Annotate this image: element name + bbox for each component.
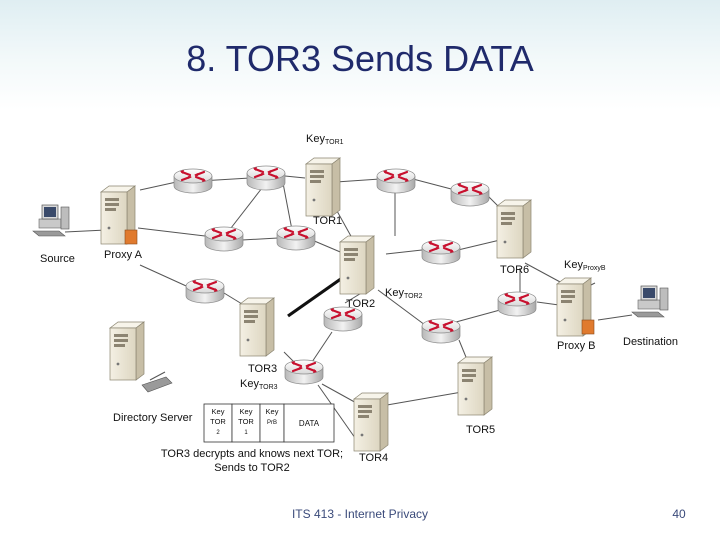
packet-cell-key-tor2 bbox=[203, 403, 233, 443]
key-tor3-base: Key bbox=[240, 378, 259, 390]
router bbox=[245, 164, 287, 192]
proxy-b-label: Proxy B bbox=[557, 340, 596, 352]
tor2-server bbox=[339, 235, 375, 295]
tor3-server bbox=[239, 297, 275, 357]
packet-cell-1-line3: 1 bbox=[244, 430, 248, 436]
router bbox=[420, 238, 462, 266]
packet-cell-0-line2: TOR bbox=[210, 417, 226, 426]
key-tor3-label: KeyTOR3 bbox=[240, 378, 278, 391]
page-number: 40 bbox=[672, 507, 686, 521]
packet-cell-2-line2: PrB bbox=[267, 420, 277, 426]
packet-cell-0-line1: Key bbox=[212, 407, 225, 416]
caption-line2: Sends to TOR2 bbox=[214, 462, 289, 474]
router bbox=[420, 317, 462, 345]
tor5-server bbox=[457, 356, 493, 416]
source-label: Source bbox=[40, 253, 75, 265]
title-band bbox=[0, 0, 720, 110]
caption-line1: TOR3 decrypts and knows next TOR; bbox=[161, 448, 343, 460]
keyboard-icon bbox=[141, 376, 173, 393]
destination-computer-icon bbox=[631, 285, 669, 318]
key-proxyb-label: KeyProxyB bbox=[564, 259, 606, 272]
router bbox=[172, 167, 214, 195]
tor3-label: TOR3 bbox=[248, 363, 277, 375]
source-computer-icon bbox=[32, 204, 70, 237]
tor6-server bbox=[496, 199, 532, 259]
router bbox=[322, 305, 364, 333]
tor6-label: TOR6 bbox=[500, 264, 529, 276]
encrypted-packet: Key TOR 2 Key TOR 1 Key PrB DATA bbox=[203, 403, 335, 443]
proxy-b-badge bbox=[581, 319, 595, 335]
packet-data-label: DATA bbox=[299, 419, 320, 428]
packet-cell-1-line1: Key bbox=[240, 407, 253, 416]
router bbox=[496, 290, 538, 318]
slide-title: 8. TOR3 Sends DATA bbox=[186, 38, 534, 79]
tor2-label: TOR2 bbox=[346, 298, 375, 310]
packet-cell-2-line1: Key bbox=[266, 407, 279, 416]
key-tor1-sub: TOR1 bbox=[325, 139, 344, 146]
key-tor1-base: Key bbox=[306, 133, 325, 145]
key-tor3-sub: TOR3 bbox=[259, 384, 278, 391]
directory-server bbox=[109, 321, 145, 381]
packet-cell-0-line3: 2 bbox=[216, 430, 220, 436]
footer-course: ITS 413 - Internet Privacy bbox=[291, 507, 429, 521]
router bbox=[375, 167, 417, 195]
proxy-a-label: Proxy A bbox=[104, 249, 143, 261]
packet-cell-data bbox=[283, 403, 335, 443]
key-proxyb-base: Key bbox=[564, 259, 583, 271]
tor4-server bbox=[353, 392, 389, 452]
router bbox=[449, 180, 491, 208]
key-tor2-label: KeyTOR2 bbox=[385, 287, 423, 300]
router bbox=[275, 224, 317, 252]
directory-label: Directory Server bbox=[113, 412, 193, 424]
router bbox=[283, 358, 325, 386]
active-path bbox=[287, 274, 346, 318]
packet-cell-key-tor1 bbox=[231, 403, 261, 443]
tor1-label: TOR1 bbox=[313, 215, 342, 227]
destination-label: Destination bbox=[623, 336, 678, 348]
router bbox=[203, 225, 245, 253]
key-tor2-base: Key bbox=[385, 287, 404, 299]
router bbox=[184, 277, 226, 305]
tor1-server bbox=[305, 157, 341, 217]
tor4-label: TOR4 bbox=[359, 452, 388, 464]
tor5-label: TOR5 bbox=[466, 424, 495, 436]
key-tor1-label: KeyTOR1 bbox=[306, 133, 344, 146]
key-proxyb-sub: ProxyB bbox=[583, 265, 606, 272]
key-tor2-sub: TOR2 bbox=[404, 293, 423, 300]
packet-cell-1-line2: TOR bbox=[238, 417, 254, 426]
proxy-a-badge bbox=[124, 229, 138, 245]
